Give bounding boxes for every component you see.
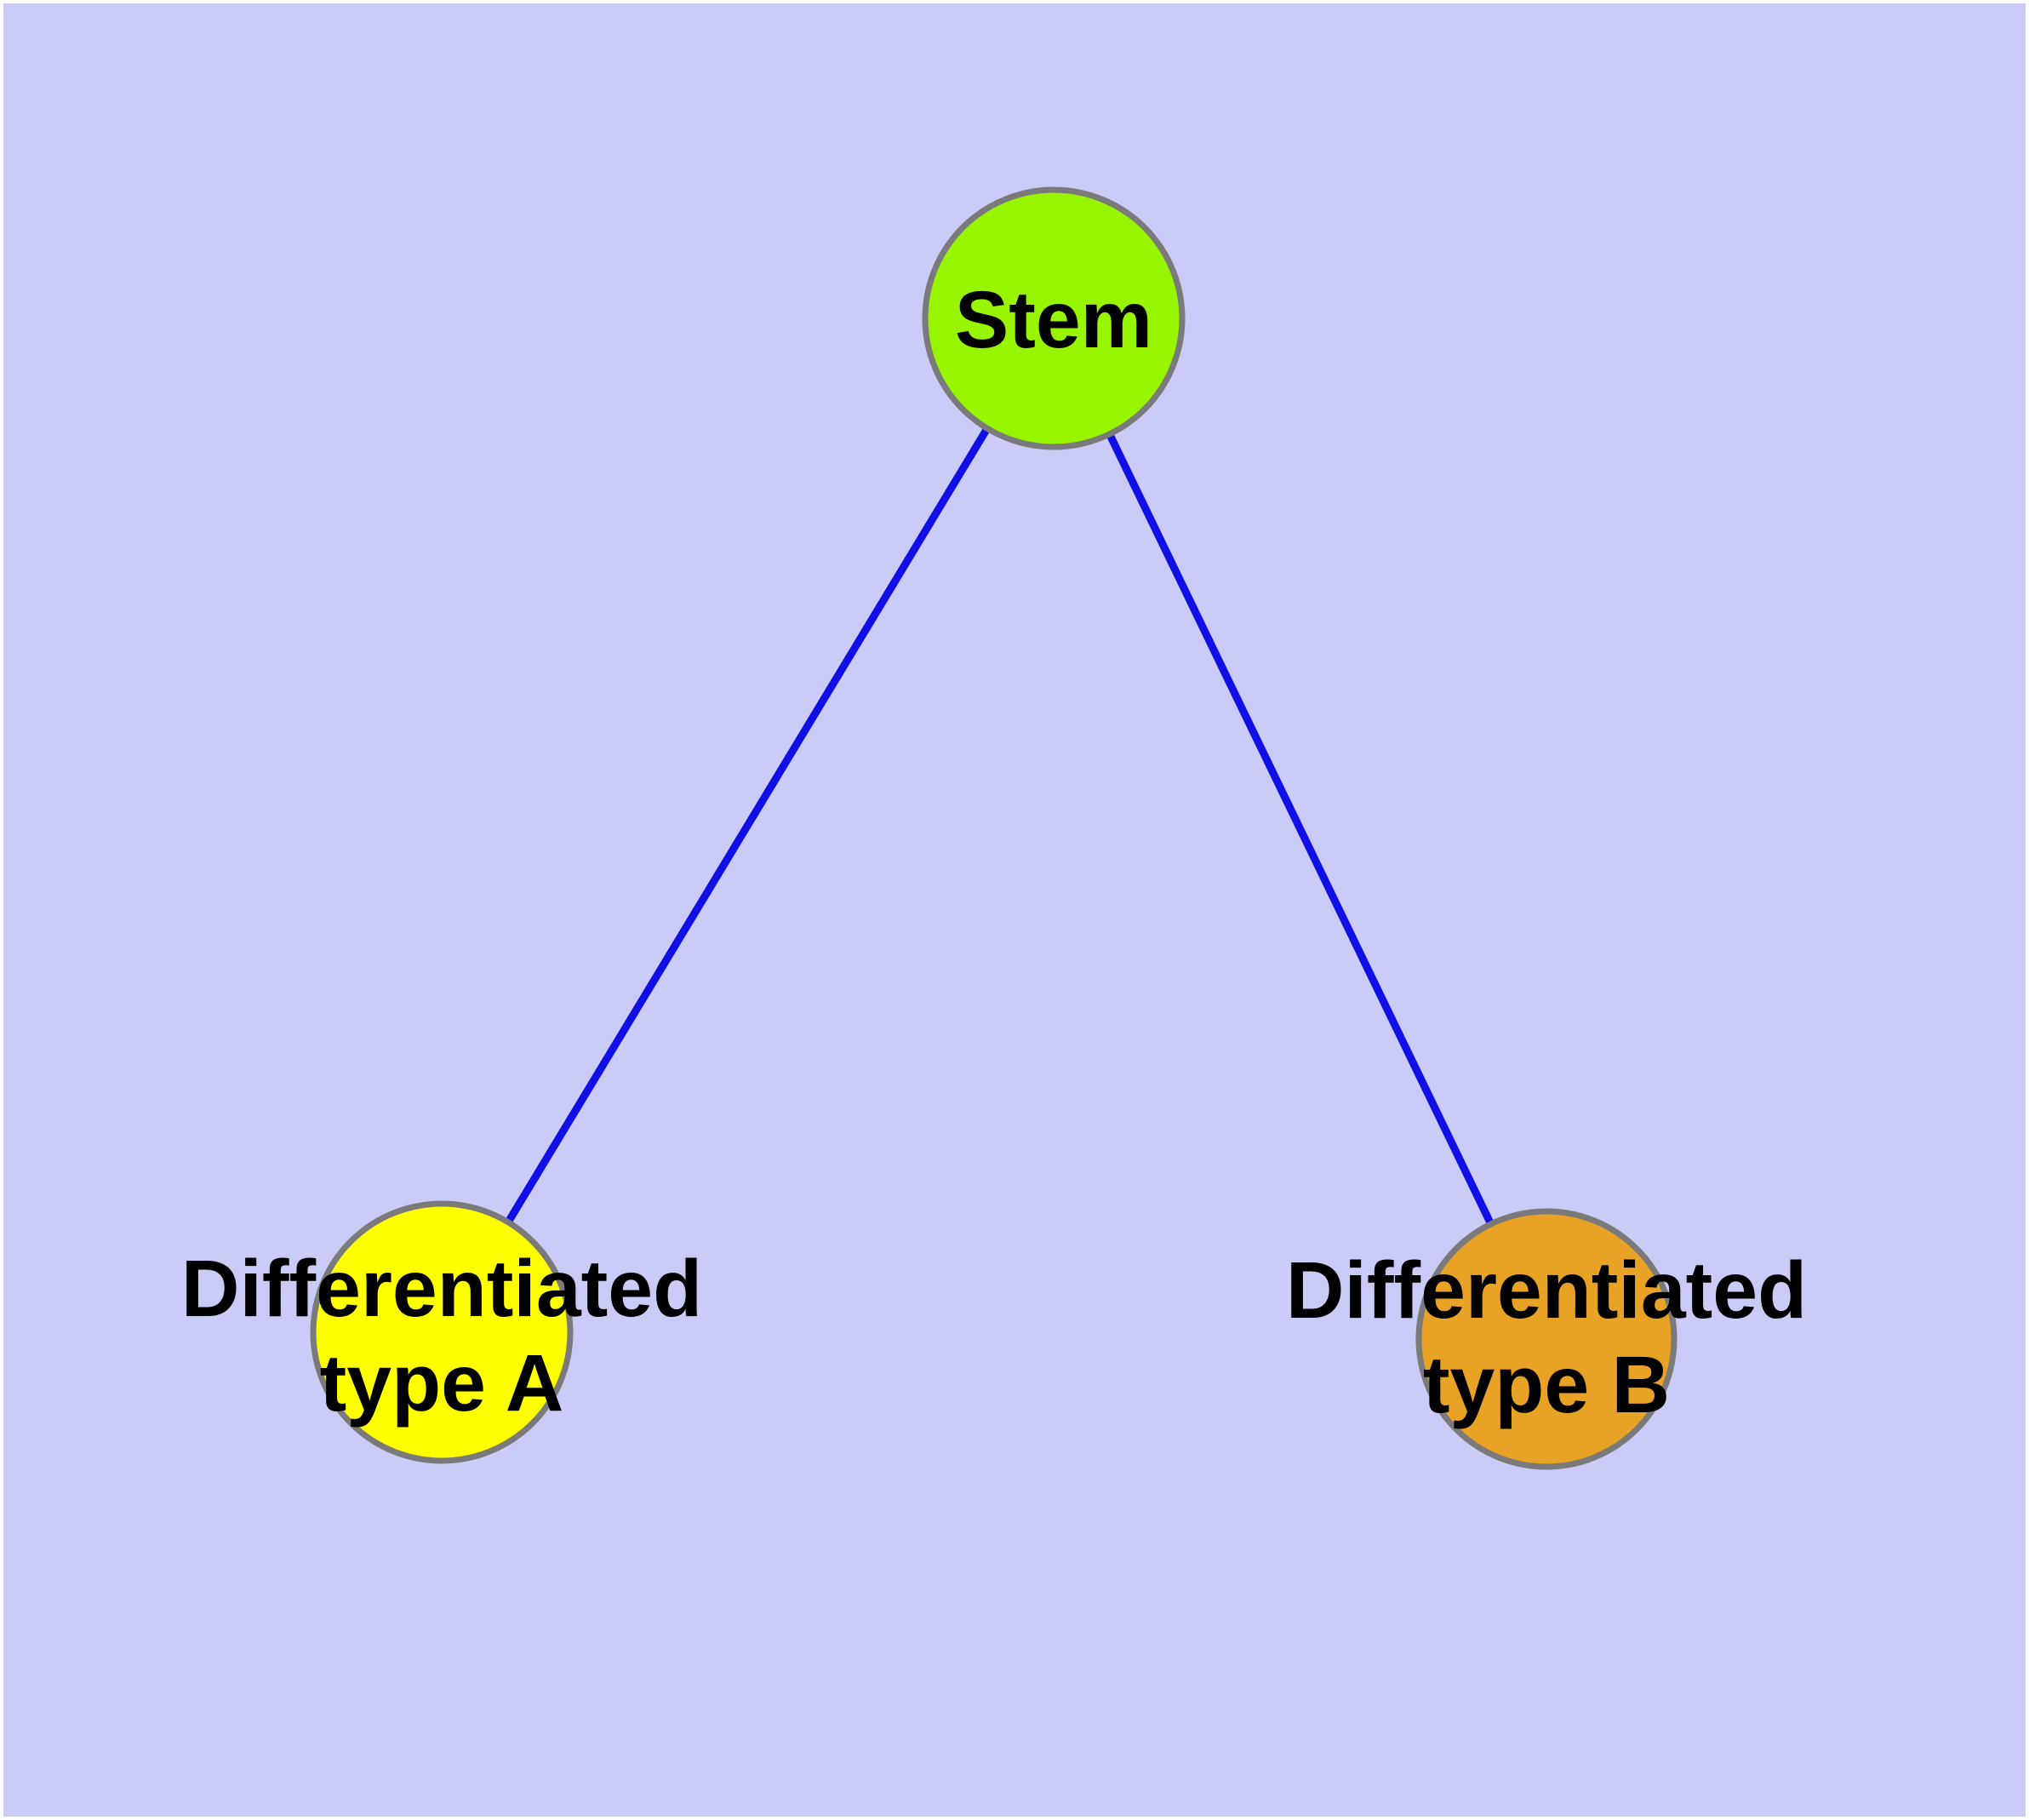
node-differentiated-type-b (1415, 1208, 1677, 1470)
node-label-type-a-line-2: type A (320, 1338, 564, 1428)
node-label-stem: Stem (955, 275, 1152, 365)
node-stem (922, 186, 1186, 450)
node-label-type-a-line-1: Differentiated (181, 1244, 702, 1334)
node-differentiated-type-a (310, 1200, 574, 1464)
edge-stem-to-type-a (437, 314, 1058, 1336)
edge-stem-to-type-b (1049, 314, 1551, 1343)
node-label-type-b-line-1: Differentiated (1286, 1245, 1807, 1336)
node-label-type-b-line-2: type B (1423, 1340, 1670, 1430)
